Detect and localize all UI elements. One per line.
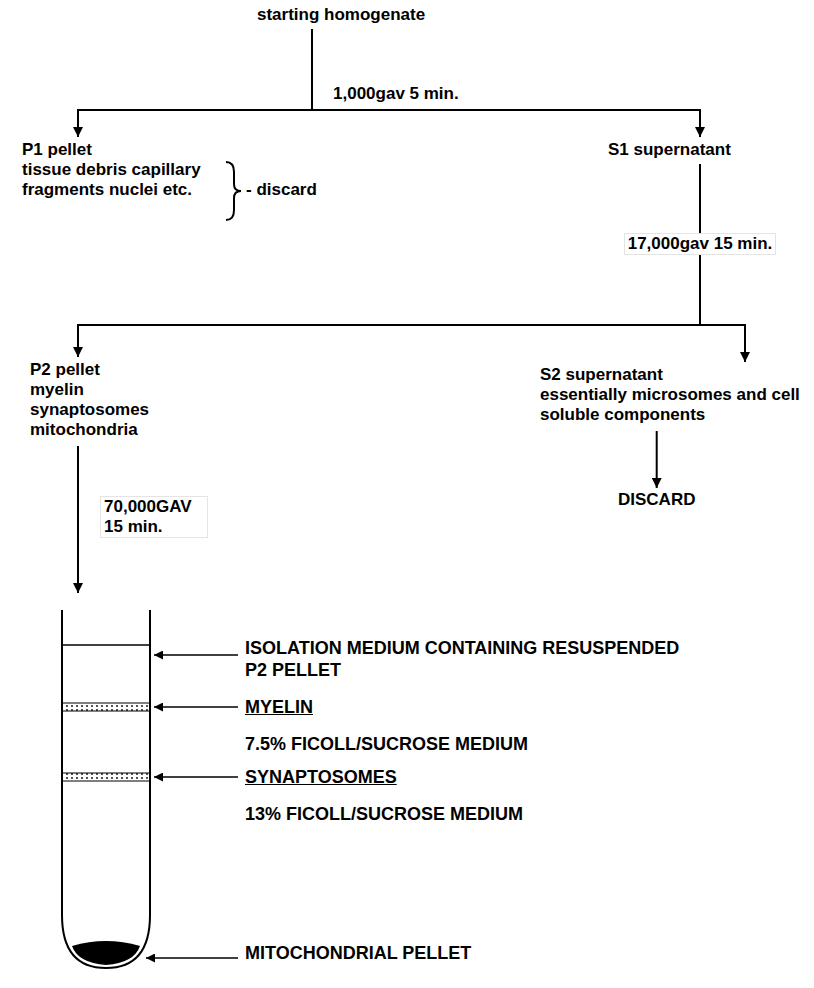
flow-arrow <box>312 29 700 137</box>
leader-arrow <box>146 957 238 959</box>
tube-outline <box>62 610 150 968</box>
band-line <box>62 702 150 703</box>
flow-arrow <box>700 164 745 362</box>
leader-arrow <box>154 776 238 778</box>
centrifugation-label: 1,000gav 5 min. <box>330 84 462 104</box>
node-heading: P1 pellet <box>22 140 222 160</box>
band-line <box>62 780 150 781</box>
mitochondrial-pellet <box>72 941 140 965</box>
centrifugation-label: 17,000gav 15 min. <box>624 233 777 255</box>
supernatant-node: S2 supernatantessentially microsomes and… <box>540 365 800 425</box>
centrifugation-label: 70,000GAV 15 min. <box>100 496 208 538</box>
node-heading: S2 supernatant <box>540 365 800 385</box>
node-text: 7.5% FICOLL/SUCROSE MEDIUM <box>245 733 528 755</box>
node-text: SYNAPTOSOMES <box>245 766 397 788</box>
gradient-tube: ISOLATION MEDIUM CONTAINING RESUSPENDED … <box>40 595 780 975</box>
node-text: 13% FICOLL/SUCROSE MEDIUM <box>245 803 523 825</box>
flow-arrow <box>656 431 658 488</box>
node-text: myelin synaptosomes mitochondria <box>30 380 180 440</box>
start-node: starting homogenate <box>257 5 367 25</box>
flow-arrow <box>78 29 312 137</box>
supernatant-node: S1 supernatant <box>608 140 731 160</box>
node-text: ISOLATION MEDIUM CONTAINING RESUSPENDED … <box>245 637 685 681</box>
synaptosome-band <box>63 773 149 781</box>
leader-arrow <box>154 706 238 708</box>
node-text: starting homogenate <box>257 5 367 25</box>
node-text: tissue debris capillary fragments nuclei… <box>22 160 222 200</box>
myelin-band <box>63 703 149 711</box>
node-text: MITOCHONDRIAL PELLET <box>245 942 471 964</box>
brace <box>226 162 241 220</box>
medium-surface <box>62 644 150 646</box>
node-text: S1 supernatant <box>608 140 731 160</box>
node-text: DISCARD <box>618 490 695 510</box>
band-line <box>62 710 150 711</box>
discard-node: DISCARD <box>618 490 695 510</box>
leader-arrow <box>154 654 238 656</box>
pellet-node: P2 pelletmyelin synaptosomes mitochondri… <box>30 360 180 440</box>
flow-arrow <box>77 446 79 593</box>
node-text: essentially microsomes and cell soluble … <box>540 385 800 425</box>
band-line <box>62 772 150 773</box>
node-heading: P2 pellet <box>30 360 180 380</box>
node-text: MYELIN <box>245 696 313 718</box>
note-label: - discard <box>246 180 317 200</box>
pellet-node: P1 pellettissue debris capillary fragmen… <box>22 140 222 200</box>
